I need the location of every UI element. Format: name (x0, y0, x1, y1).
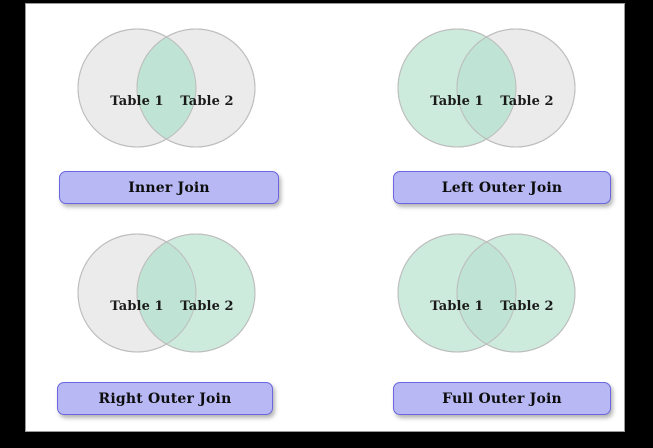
table-label-right-full-outer-join: Table 2 (500, 299, 554, 314)
table-label-right-right-outer-join: Table 2 (180, 299, 234, 314)
circle-right-outline-right-outer-join (136, 233, 256, 353)
circle-left-outline-right-outer-join (77, 233, 197, 353)
venn-diagram-right-outer-join: Table 1 Table 2 (39, 219, 299, 367)
table-label-left-left-outer-join: Table 1 (430, 94, 484, 109)
table-label-right-inner-join: Table 2 (180, 94, 234, 109)
table-label-left-full-outer-join: Table 1 (430, 299, 484, 314)
circle-right-outline-left-outer-join (456, 28, 576, 148)
table-label-right-left-outer-join: Table 2 (500, 94, 554, 109)
join-label-right-outer-join[interactable]: Right Outer Join (57, 382, 273, 415)
diagram-card: Table 1 Table 2 Inner Join (25, 3, 625, 432)
join-label-left-outer-join[interactable]: Left Outer Join (393, 171, 611, 204)
table-label-left-inner-join: Table 1 (110, 94, 164, 109)
circle-intersection-left-outer-join (457, 29, 516, 147)
circle-intersection-inner-join (137, 29, 196, 147)
circle-right-outline-inner-join (136, 28, 256, 148)
circle-intersection-right-outer-join (137, 234, 196, 352)
venn-diagram-left-outer-join: Table 1 Table 2 (359, 14, 619, 162)
join-group-left-outer-join[interactable]: Table 1 Table 2 Left Outer Join (359, 14, 619, 214)
join-group-inner-join[interactable]: Table 1 Table 2 Inner Join (39, 14, 299, 214)
circle-intersection-full-outer-join (457, 234, 516, 352)
circle-right-outline-full-outer-join (456, 233, 576, 353)
join-group-full-outer-join[interactable]: Table 1 Table 2 Full Outer Join (359, 219, 619, 419)
circle-left-outline-left-outer-join (397, 28, 517, 148)
table-label-left-right-outer-join: Table 1 (110, 299, 164, 314)
join-label-inner-join[interactable]: Inner Join (59, 171, 279, 204)
circle-left-outline-full-outer-join (397, 233, 517, 353)
circle-left-outline-inner-join (77, 28, 197, 148)
join-label-full-outer-join[interactable]: Full Outer Join (393, 382, 611, 415)
join-group-right-outer-join[interactable]: Table 1 Table 2 Right Outer Join (39, 219, 299, 419)
venn-diagram-full-outer-join: Table 1 Table 2 (359, 219, 619, 367)
venn-diagram-inner-join: Table 1 Table 2 (39, 14, 299, 162)
